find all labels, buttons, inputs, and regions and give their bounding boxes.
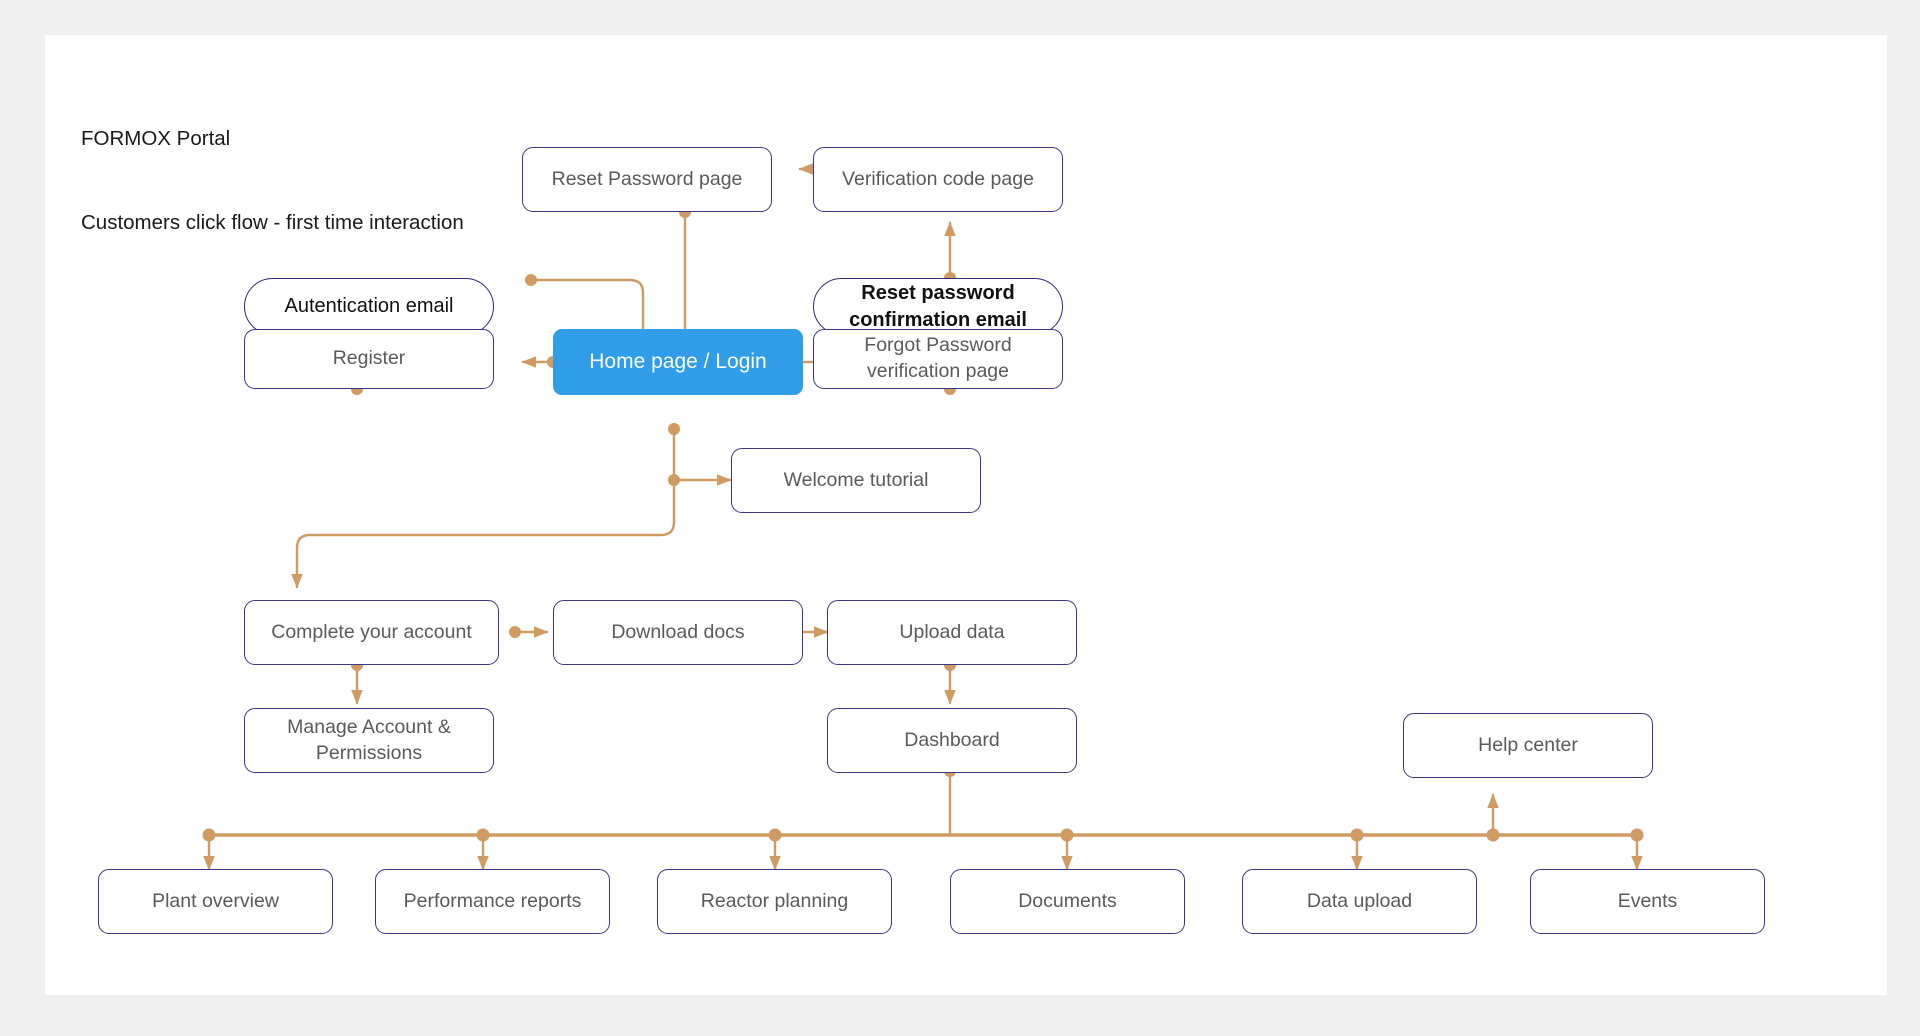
node-label: Welcome tutorial <box>783 468 929 491</box>
node-performance-reports[interactable]: Performance reports <box>375 869 610 934</box>
node-label: Autentication email <box>284 295 454 318</box>
node-label: Documents <box>1018 889 1117 912</box>
node-label: Performance reports <box>403 889 582 912</box>
title-line-primary: FORMOX Portal <box>81 126 231 150</box>
node-label: Verification code page <box>842 167 1034 190</box>
node-label: Complete your account <box>271 620 472 643</box>
node-help-center[interactable]: Help center <box>1403 713 1653 778</box>
node-reset-password-confirmation-email[interactable]: Reset password confirmation email <box>813 278 1063 335</box>
node-data-upload[interactable]: Data upload <box>1242 869 1477 934</box>
node-label: Register <box>332 347 406 370</box>
node-reactor-planning[interactable]: Reactor planning <box>657 869 892 934</box>
diagram-canvas: FORMOX Portal Customers click flow - fir… <box>45 35 1887 995</box>
node-plant-overview[interactable]: Plant overview <box>98 869 333 934</box>
node-label: Download docs <box>611 620 745 643</box>
node-label: Reset password confirmation email <box>849 282 1027 331</box>
node-label: Home page / Login <box>589 350 767 374</box>
title-line-secondary: Customers click flow - first time intera… <box>81 211 464 235</box>
node-label: Data upload <box>1306 889 1413 912</box>
node-label: Plant overview <box>152 889 279 912</box>
node-manage-account-permissions[interactable]: Manage Account & Permissions <box>244 708 494 773</box>
node-dashboard[interactable]: Dashboard <box>827 708 1077 773</box>
node-download-docs[interactable]: Download docs <box>553 600 803 665</box>
node-register[interactable]: Register <box>244 329 494 389</box>
node-label: Forgot Password verification page <box>864 334 1012 382</box>
diagram-title: FORMOX Portal Customers click flow - fir… <box>81 68 464 294</box>
node-label: Manage Account & Permissions <box>287 715 451 764</box>
node-label: Help center <box>1478 733 1578 756</box>
node-reset-password-page[interactable]: Reset Password page <box>522 147 772 212</box>
node-label: Dashboard <box>904 728 1000 751</box>
node-documents[interactable]: Documents <box>950 869 1185 934</box>
node-forgot-password-verification-page[interactable]: Forgot Password verification page <box>813 329 1063 389</box>
node-label: Events <box>1617 889 1678 912</box>
node-upload-data[interactable]: Upload data <box>827 600 1077 665</box>
node-label: Reactor planning <box>700 889 849 912</box>
node-verification-code-page[interactable]: Verification code page <box>813 147 1063 212</box>
node-home-page-login[interactable]: Home page / Login <box>553 329 803 395</box>
node-complete-your-account[interactable]: Complete your account <box>244 600 499 665</box>
node-label: Upload data <box>899 620 1005 643</box>
node-autentication-email[interactable]: Autentication email <box>244 278 494 335</box>
node-label: Reset Password page <box>551 167 743 190</box>
node-events[interactable]: Events <box>1530 869 1765 934</box>
node-welcome-tutorial[interactable]: Welcome tutorial <box>731 448 981 513</box>
